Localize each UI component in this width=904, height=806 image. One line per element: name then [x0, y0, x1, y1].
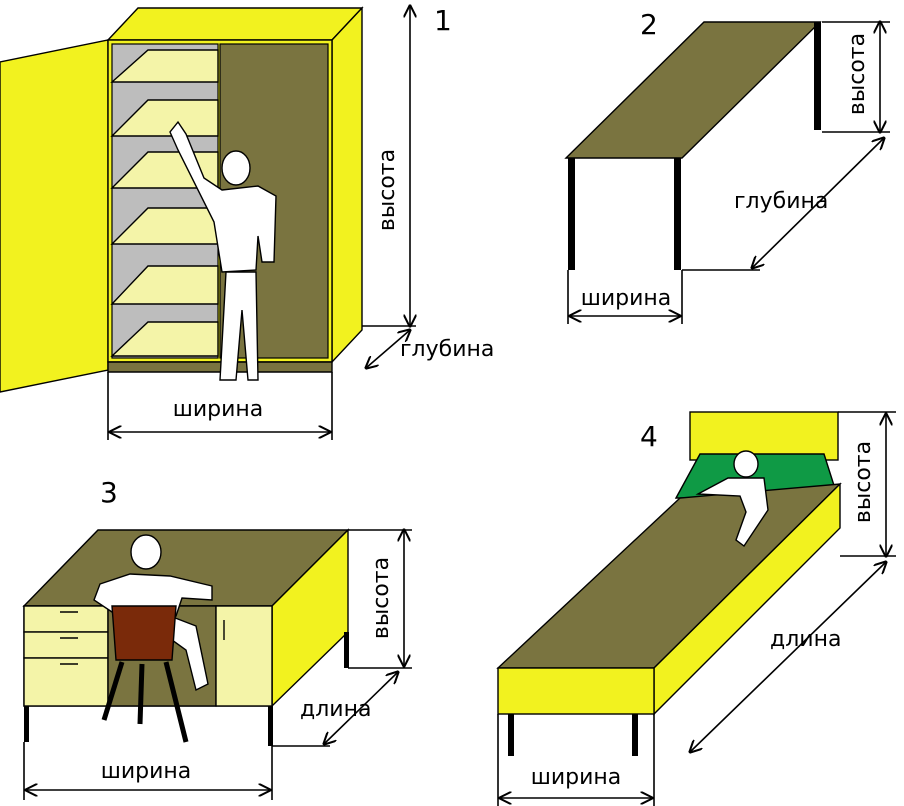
- table-leg: [674, 158, 681, 270]
- person-figure: [169, 120, 277, 381]
- desk-illustration: [22, 528, 412, 800]
- bed-foot: [497, 667, 655, 715]
- desk-height-label: высота: [369, 557, 394, 639]
- table-width-label: ширина: [581, 286, 672, 311]
- wardrobe-side: [331, 6, 363, 364]
- wardrobe-door: [0, 39, 109, 393]
- lying-person-figure: [695, 450, 769, 548]
- table-depth-arrow: [752, 138, 884, 268]
- wardrobe-illustration: [0, 6, 416, 440]
- bed-illustration: [496, 411, 896, 806]
- bed-length-label: длина: [770, 627, 841, 652]
- table-leg: [814, 22, 821, 130]
- chair: [101, 605, 189, 743]
- wardrobe-top: [106, 7, 364, 41]
- item-number-3: 3: [100, 476, 118, 509]
- wardrobe-depth-label: глубина: [400, 337, 494, 362]
- item-number-2: 2: [640, 8, 658, 41]
- bed-headboard: [689, 411, 839, 461]
- table-top: [564, 21, 822, 159]
- desk-cabinet: [215, 605, 273, 707]
- table-height-label: высота: [845, 33, 870, 115]
- wardrobe-width-label: ширина: [173, 397, 264, 422]
- table-illustration: [564, 21, 890, 324]
- desk-length-label: длина: [300, 697, 371, 722]
- bed-height-label: высота: [851, 441, 876, 523]
- desk-drawer: [23, 657, 109, 707]
- bed-width-label: ширина: [531, 765, 622, 790]
- table-leg: [568, 158, 575, 270]
- item-number-4: 4: [640, 420, 658, 453]
- desk-leg: [344, 632, 349, 668]
- desk-drawer: [23, 605, 109, 633]
- shelf: [110, 49, 219, 83]
- wardrobe-depth-arrow: [366, 330, 410, 368]
- bed-leg: [632, 714, 638, 756]
- wardrobe-shelf-compartment: [111, 43, 219, 359]
- shelf: [110, 265, 219, 305]
- item-number-1: 1: [434, 4, 452, 37]
- shelf: [110, 321, 219, 357]
- desk-leg: [24, 706, 29, 742]
- bed-leg: [508, 714, 514, 756]
- desk-drawer: [23, 631, 109, 659]
- bed-length-arrow: [690, 562, 886, 752]
- desk-width-label: ширина: [101, 759, 192, 784]
- table-depth-label: глубина: [734, 189, 828, 214]
- desk-leg: [268, 706, 273, 746]
- wardrobe-height-label: высота: [375, 149, 400, 231]
- desk-length-arrow: [324, 672, 398, 744]
